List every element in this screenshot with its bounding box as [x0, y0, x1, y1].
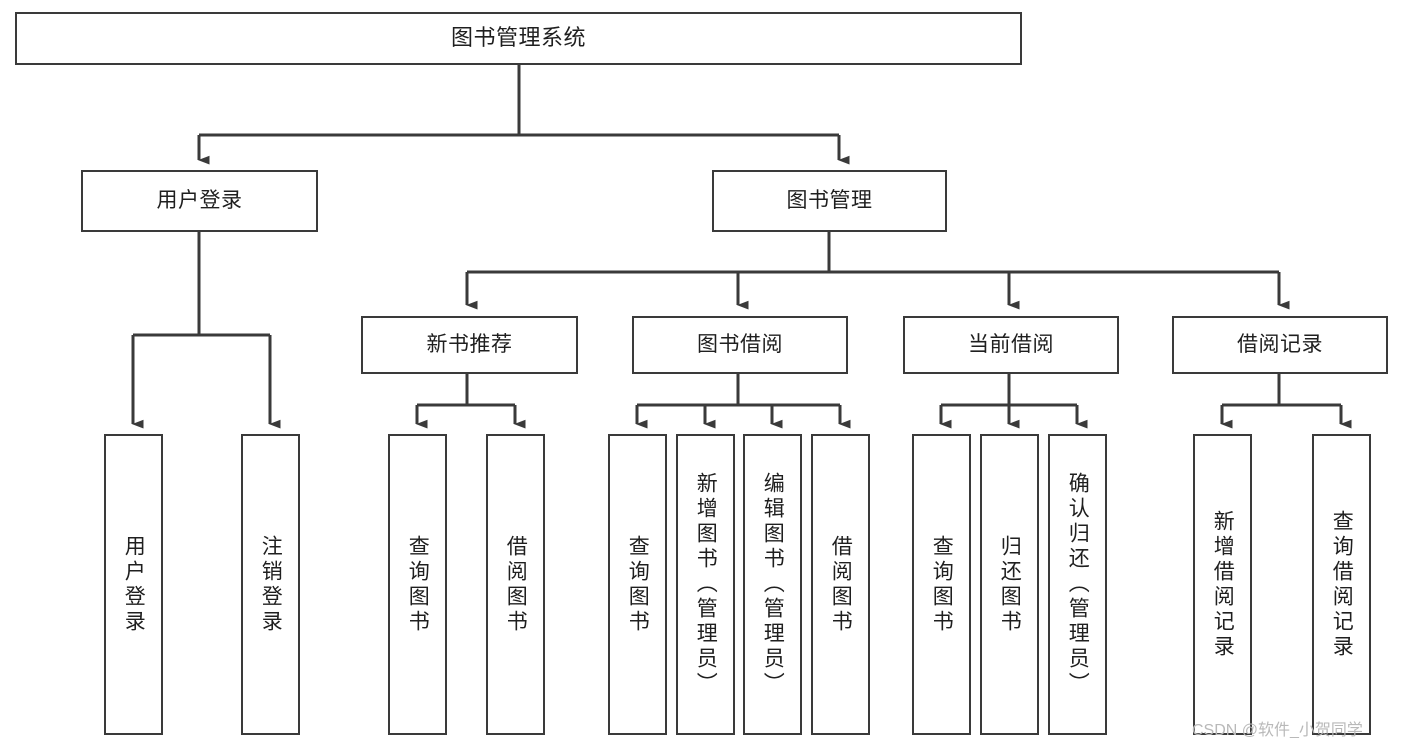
node-book-manage-label: 图书管理	[786, 189, 873, 213]
csdn-watermark: CSDN @软件_小贺同学	[1192, 722, 1363, 739]
node-leaf-confirm-return[interactable]: 确认归还（管理员）	[1048, 434, 1107, 735]
node-leaf-add-record-label: 新增借阅记录	[1211, 509, 1235, 660]
node-root-label: 图书管理系统	[450, 25, 586, 51]
node-leaf-logout[interactable]: 注销登录	[241, 434, 300, 735]
node-new-book-recommend-label: 新书推荐	[426, 333, 513, 357]
node-leaf-query-book-3[interactable]: 查询图书	[912, 434, 971, 735]
node-leaf-add-record[interactable]: 新增借阅记录	[1193, 434, 1252, 735]
node-leaf-return-book[interactable]: 归还图书	[980, 434, 1039, 735]
node-book-borrow[interactable]: 图书借阅	[632, 316, 848, 374]
node-borrow-record-label: 借阅记录	[1237, 333, 1323, 357]
node-leaf-query-book-1-label: 查询图书	[406, 534, 430, 635]
node-leaf-borrow-book-2[interactable]: 借阅图书	[811, 434, 870, 735]
node-book-manage[interactable]: 图书管理	[712, 170, 947, 232]
node-leaf-edit-book[interactable]: 编辑图书（管理员）	[743, 434, 802, 735]
node-book-borrow-label: 图书借阅	[697, 333, 783, 357]
node-borrow-record[interactable]: 借阅记录	[1172, 316, 1388, 374]
node-leaf-query-record-label: 查询借阅记录	[1330, 509, 1354, 660]
node-root[interactable]: 图书管理系统	[15, 12, 1022, 65]
node-leaf-query-book-2[interactable]: 查询图书	[608, 434, 667, 735]
node-user-login[interactable]: 用户登录	[81, 170, 318, 232]
node-leaf-add-book-label: 新增图书（管理员）	[694, 472, 718, 697]
node-leaf-user-login[interactable]: 用户登录	[104, 434, 163, 735]
node-leaf-query-book-2-label: 查询图书	[626, 534, 650, 635]
node-leaf-edit-book-label: 编辑图书（管理员）	[761, 472, 785, 697]
node-leaf-query-book-1[interactable]: 查询图书	[388, 434, 447, 735]
node-leaf-logout-label: 注销登录	[259, 534, 283, 635]
node-leaf-query-record[interactable]: 查询借阅记录	[1312, 434, 1371, 735]
node-leaf-add-book[interactable]: 新增图书（管理员）	[676, 434, 735, 735]
node-user-login-label: 用户登录	[156, 189, 243, 213]
node-current-borrow[interactable]: 当前借阅	[903, 316, 1119, 374]
node-leaf-borrow-book-2-label: 借阅图书	[829, 534, 853, 635]
node-current-borrow-label: 当前借阅	[968, 333, 1054, 357]
node-leaf-borrow-book-1[interactable]: 借阅图书	[486, 434, 545, 735]
node-new-book-recommend[interactable]: 新书推荐	[361, 316, 578, 374]
node-leaf-borrow-book-1-label: 借阅图书	[504, 534, 528, 635]
node-leaf-user-login-label: 用户登录	[122, 534, 146, 635]
node-leaf-confirm-return-label: 确认归还（管理员）	[1066, 472, 1090, 697]
node-leaf-return-book-label: 归还图书	[998, 534, 1022, 635]
node-leaf-query-book-3-label: 查询图书	[930, 534, 954, 635]
